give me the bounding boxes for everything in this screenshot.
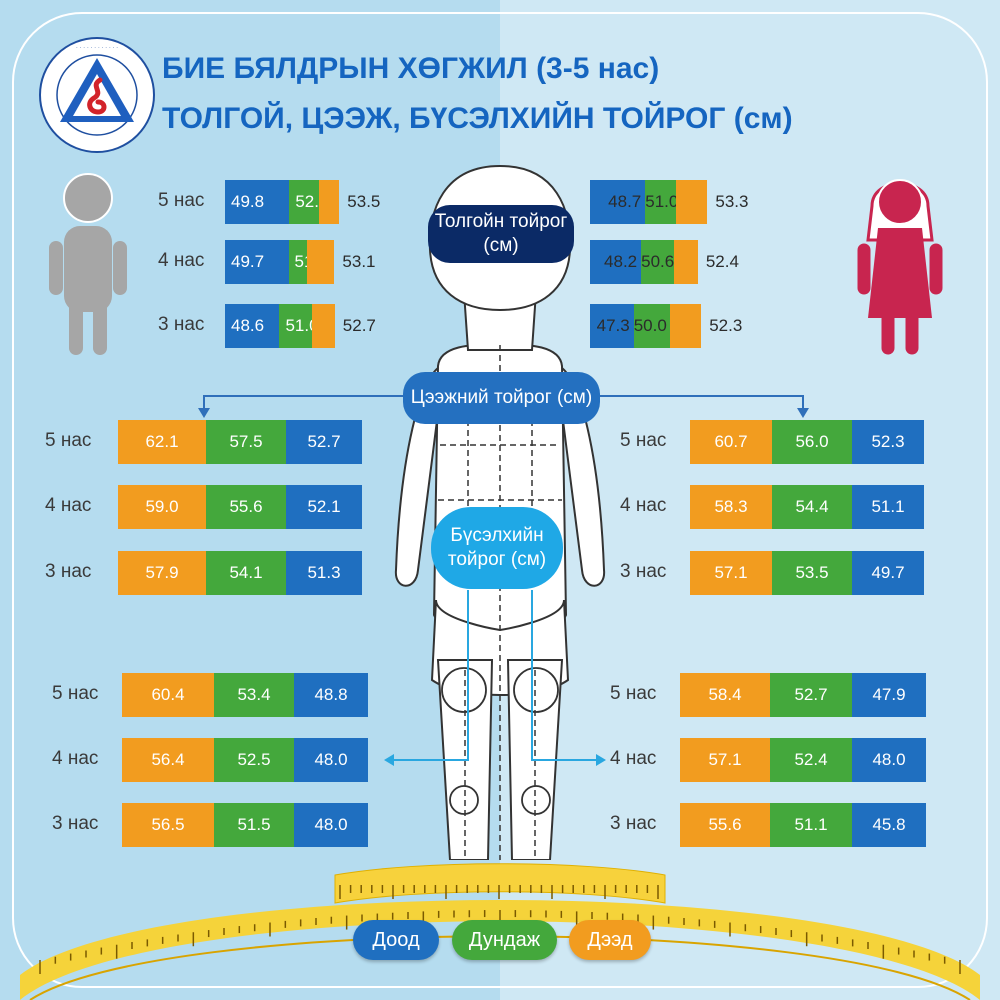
bar-segment-green: 53.4 xyxy=(214,673,294,717)
rounded-frame xyxy=(12,12,988,988)
age-label: 3 нас xyxy=(610,813,657,834)
bar-segment-orange: 58.4 xyxy=(680,673,770,717)
svg-text:· · · · · · · · · · · ·: · · · · · · · · · · · · xyxy=(76,45,118,51)
bar-segment-orange: 57.1 xyxy=(680,738,770,782)
age-label: 5 нас xyxy=(45,430,92,451)
bar-max-value: 52.7 xyxy=(342,316,376,335)
bar-segment-orange xyxy=(673,240,698,284)
age-label: 3 нас xyxy=(45,561,92,582)
title-line-1: БИЕ БЯЛДРЫН ХӨГЖИЛ (3-5 нас) xyxy=(162,52,660,85)
bar-segment-green: 55.6 xyxy=(206,485,286,529)
bar-segment-blue: 51.1 xyxy=(852,485,924,529)
bar-segment-blue: 48.0 xyxy=(294,803,368,847)
bar-segment-orange: 56.4 xyxy=(122,738,214,782)
bar-segment-blue: 49.8 xyxy=(225,180,290,224)
chest-circumference-label: Цээжний тойрог (см) xyxy=(403,372,600,424)
bar-segment-green: 52.4 xyxy=(770,738,852,782)
bar-max-value: 52.4 xyxy=(705,252,739,271)
bar-max-value: 53.3 xyxy=(715,192,749,211)
age-label: 3 нас xyxy=(52,813,99,834)
age-label: 4 нас xyxy=(610,748,657,769)
bar-segment-blue: 48.7 xyxy=(590,180,646,224)
bar-segment-green: 50.6 xyxy=(641,240,674,284)
age-label: 4 нас xyxy=(620,495,667,516)
bar-segment-orange: 56.5 xyxy=(122,803,214,847)
bar-segment-orange xyxy=(319,180,340,224)
age-label: 4 нас xyxy=(158,250,205,271)
bar-segment-blue: 48.2 xyxy=(590,240,642,284)
bar-segment-blue: 47.9 xyxy=(852,673,926,717)
bar-segment-orange xyxy=(311,304,335,348)
title-line-2: ТОЛГОЙ, ЦЭЭЖ, БҮСЭЛХИЙН ТОЙРОГ (см) xyxy=(162,102,793,135)
age-label: 5 нас xyxy=(52,683,99,704)
bar-segment-orange: 57.9 xyxy=(118,551,206,595)
bar-segment-orange: 59.0 xyxy=(118,485,206,529)
bar-segment-orange: 58.3 xyxy=(690,485,772,529)
bar-segment-orange: 60.4 xyxy=(122,673,214,717)
bar-segment-green: 53.5 xyxy=(772,551,852,595)
bar-segment-blue: 48.0 xyxy=(294,738,368,782)
bar-segment-blue: 49.7 xyxy=(852,551,924,595)
bar-segment-blue: 52.3 xyxy=(852,420,924,464)
bar-segment-green: 50.0 xyxy=(633,304,671,348)
age-label: 4 нас xyxy=(52,748,99,769)
bar-segment-green: 57.5 xyxy=(206,420,286,464)
bar-segment-orange: 62.1 xyxy=(118,420,206,464)
bar-segment-orange: 60.7 xyxy=(690,420,772,464)
boy-silhouette-icon xyxy=(49,173,127,355)
bar-segment-orange: 57.1 xyxy=(690,551,772,595)
legend-high: Дээд xyxy=(569,920,651,960)
bar-max-value: 53.1 xyxy=(342,252,376,271)
legend-mid: Дундаж xyxy=(452,920,557,960)
bar-segment-blue: 51.3 xyxy=(286,551,362,595)
bar-segment-blue: 48.0 xyxy=(852,738,926,782)
age-label: 5 нас xyxy=(158,190,205,211)
bar-segment-blue: 49.7 xyxy=(225,240,289,284)
bar-segment-blue: 47.3 xyxy=(590,304,634,348)
bar-segment-green: 54.4 xyxy=(772,485,852,529)
age-label: 3 нас xyxy=(620,561,667,582)
bar-max-value: 52.3 xyxy=(709,316,743,335)
bar-segment-orange xyxy=(307,240,335,284)
bar-max-value: 53.5 xyxy=(347,192,381,211)
bar-segment-green: 52.0 xyxy=(289,180,328,224)
bar-segment-blue: 52.7 xyxy=(286,420,362,464)
bar-segment-orange xyxy=(676,180,708,224)
age-label: 4 нас xyxy=(45,495,92,516)
bar-segment-orange: 55.6 xyxy=(680,803,770,847)
bar-segment-orange xyxy=(670,304,702,348)
bar-segment-blue: 48.6 xyxy=(225,304,280,348)
bar-segment-green: 52.7 xyxy=(770,673,852,717)
bar-segment-blue: 52.1 xyxy=(286,485,362,529)
age-label: 5 нас xyxy=(610,683,657,704)
bar-segment-green: 54.1 xyxy=(206,551,286,595)
measuring-tape-illustration xyxy=(20,863,980,1000)
bar-segment-green: 51.1 xyxy=(770,803,852,847)
bar-segment-green: 52.5 xyxy=(214,738,294,782)
bar-segment-blue: 45.8 xyxy=(852,803,926,847)
bar-segment-green: 56.0 xyxy=(772,420,852,464)
age-label: 3 нас xyxy=(158,314,205,335)
institute-logo: · · · · · · · · · · · · xyxy=(39,37,155,153)
bar-segment-green: 51.5 xyxy=(214,803,294,847)
waist-circumference-label: Бүсэлхийн тойрог (см) xyxy=(431,507,563,589)
bar-segment-green: 51.1 xyxy=(288,240,328,284)
head-circumference-label: Толгойн тойрог (см) xyxy=(428,205,574,263)
bar-segment-green: 51.0 xyxy=(279,304,319,348)
bar-segment-blue: 48.8 xyxy=(294,673,368,717)
age-label: 5 нас xyxy=(620,430,667,451)
girl-silhouette-icon xyxy=(857,179,943,355)
legend-low: Доод xyxy=(353,920,439,960)
bar-segment-green: 51.0 xyxy=(645,180,678,224)
